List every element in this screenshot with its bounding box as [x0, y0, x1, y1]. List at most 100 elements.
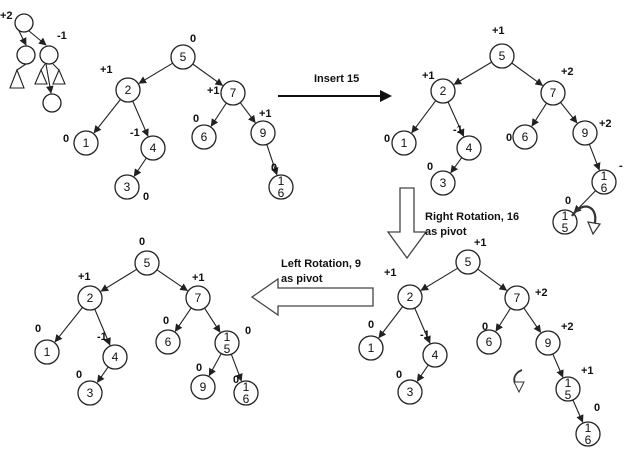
- tree-edge: [192, 63, 224, 86]
- tree-node-n4: 4-1: [420, 329, 448, 368]
- node-circle: [476, 329, 502, 355]
- balance-factor: 0: [565, 195, 571, 207]
- balance-factor: +1: [422, 70, 435, 82]
- node-circle: [114, 174, 140, 200]
- node-circle: [572, 120, 598, 146]
- balance-factor: 0: [368, 319, 374, 331]
- left-rotation-caption-line1: Left Rotation, 9: [281, 258, 361, 270]
- balance-factor: 0: [196, 362, 202, 374]
- tree-edge: [552, 353, 564, 378]
- node-circle: [535, 330, 561, 356]
- balance-factor: 0: [594, 402, 600, 414]
- tree-edge: [208, 353, 222, 377]
- inset-tree: +2 -1: [0, 10, 67, 113]
- node-label: 1: [44, 345, 51, 359]
- node-circle: [540, 80, 566, 106]
- right-rotation-curl-icon: [571, 205, 597, 227]
- tree-node-n7: 7+2: [504, 285, 548, 311]
- tree-node-n3: 30: [114, 174, 149, 203]
- node-label: 2: [440, 84, 447, 98]
- tree-node-n4: 4-1: [130, 127, 166, 161]
- balance-factor: -1: [420, 329, 430, 341]
- tree-node-n3: 30: [427, 161, 456, 196]
- inset-left-node: [16, 45, 36, 65]
- node-label: 5: [499, 49, 506, 63]
- tree-node-n1: 10: [358, 319, 384, 361]
- balance-factor: +1: [474, 237, 487, 249]
- rotation-markers: [513, 205, 602, 394]
- balance-factor: +2: [561, 321, 574, 333]
- balance-factor: -1: [130, 127, 140, 139]
- node-label: 7: [550, 86, 557, 100]
- balance-factor: -: [619, 160, 623, 172]
- node-circle: [191, 124, 217, 150]
- balance-factor: +1: [192, 272, 205, 284]
- node-circle: [102, 344, 128, 370]
- tree-edge: [411, 100, 437, 134]
- tree-edge: [447, 101, 465, 137]
- tree-edge: [174, 307, 192, 332]
- node-label: 5: [465, 255, 472, 269]
- tree-edge: [588, 144, 601, 171]
- balance-factor: -1: [97, 331, 107, 343]
- node-circle: [455, 249, 481, 275]
- node-circle: [185, 285, 211, 311]
- node-circle: [422, 342, 448, 368]
- left-rotation-arrow: [250, 277, 374, 317]
- tree-node-n4: 4 -1: [97, 331, 128, 370]
- balance-factor: +1: [100, 64, 113, 76]
- node-label: 4: [112, 350, 119, 364]
- node-label: 4: [432, 348, 439, 362]
- node-circle: [268, 174, 294, 200]
- tree-node-n6: 60: [506, 124, 538, 150]
- tree-node-n5: 5 +1: [489, 25, 515, 69]
- tree-node-n2: 2 +1: [422, 70, 456, 104]
- balance-factor: 0: [76, 369, 82, 381]
- tree-node-n6: 60: [476, 321, 502, 355]
- tree-edge: [477, 268, 508, 291]
- tree-edge: [511, 62, 544, 86]
- right-rotation-curl-head: [587, 221, 602, 236]
- node-label: 9: [582, 126, 589, 140]
- balance-factor: 0: [396, 369, 402, 381]
- node-circle: [73, 130, 99, 156]
- tree-edge: [414, 307, 431, 344]
- balance-factor: +1: [492, 25, 505, 37]
- tree-edge: [132, 100, 149, 137]
- balance-factor: +1: [78, 271, 91, 283]
- tree-edge: [416, 364, 429, 382]
- node-circle: [220, 80, 246, 106]
- balance-factor: 0: [427, 161, 433, 173]
- node-circle: [504, 285, 530, 311]
- node-circle: [77, 380, 103, 406]
- inset-balance-root: +2: [0, 10, 13, 22]
- node-circle: [397, 284, 423, 310]
- balance-factor: +1: [259, 108, 272, 120]
- tree-edge: [133, 157, 147, 177]
- tree-node-n5: 50: [134, 236, 160, 276]
- left-rotation-caption-line2: as pivot: [281, 273, 323, 285]
- balance-factor: +2: [535, 287, 548, 299]
- node-label: 2: [407, 290, 414, 304]
- tree-node-n9: 9+2: [572, 118, 612, 146]
- balance-factor: +2: [561, 66, 574, 78]
- tree-edge: [523, 307, 542, 333]
- node-label: 1: [401, 136, 408, 150]
- tree-edge: [230, 354, 243, 382]
- node-circle: [170, 44, 196, 70]
- tree-edge: [138, 62, 173, 84]
- tree-node-n1: 10: [384, 130, 417, 156]
- balance-factor: 0: [384, 133, 390, 145]
- balance-factor: 0: [143, 191, 149, 203]
- balance-factor: 0: [63, 133, 69, 145]
- tree-edge: [531, 102, 548, 127]
- node-circle: [250, 120, 276, 146]
- tree-edge: [495, 307, 512, 332]
- tree-node-n5: 50: [170, 33, 196, 70]
